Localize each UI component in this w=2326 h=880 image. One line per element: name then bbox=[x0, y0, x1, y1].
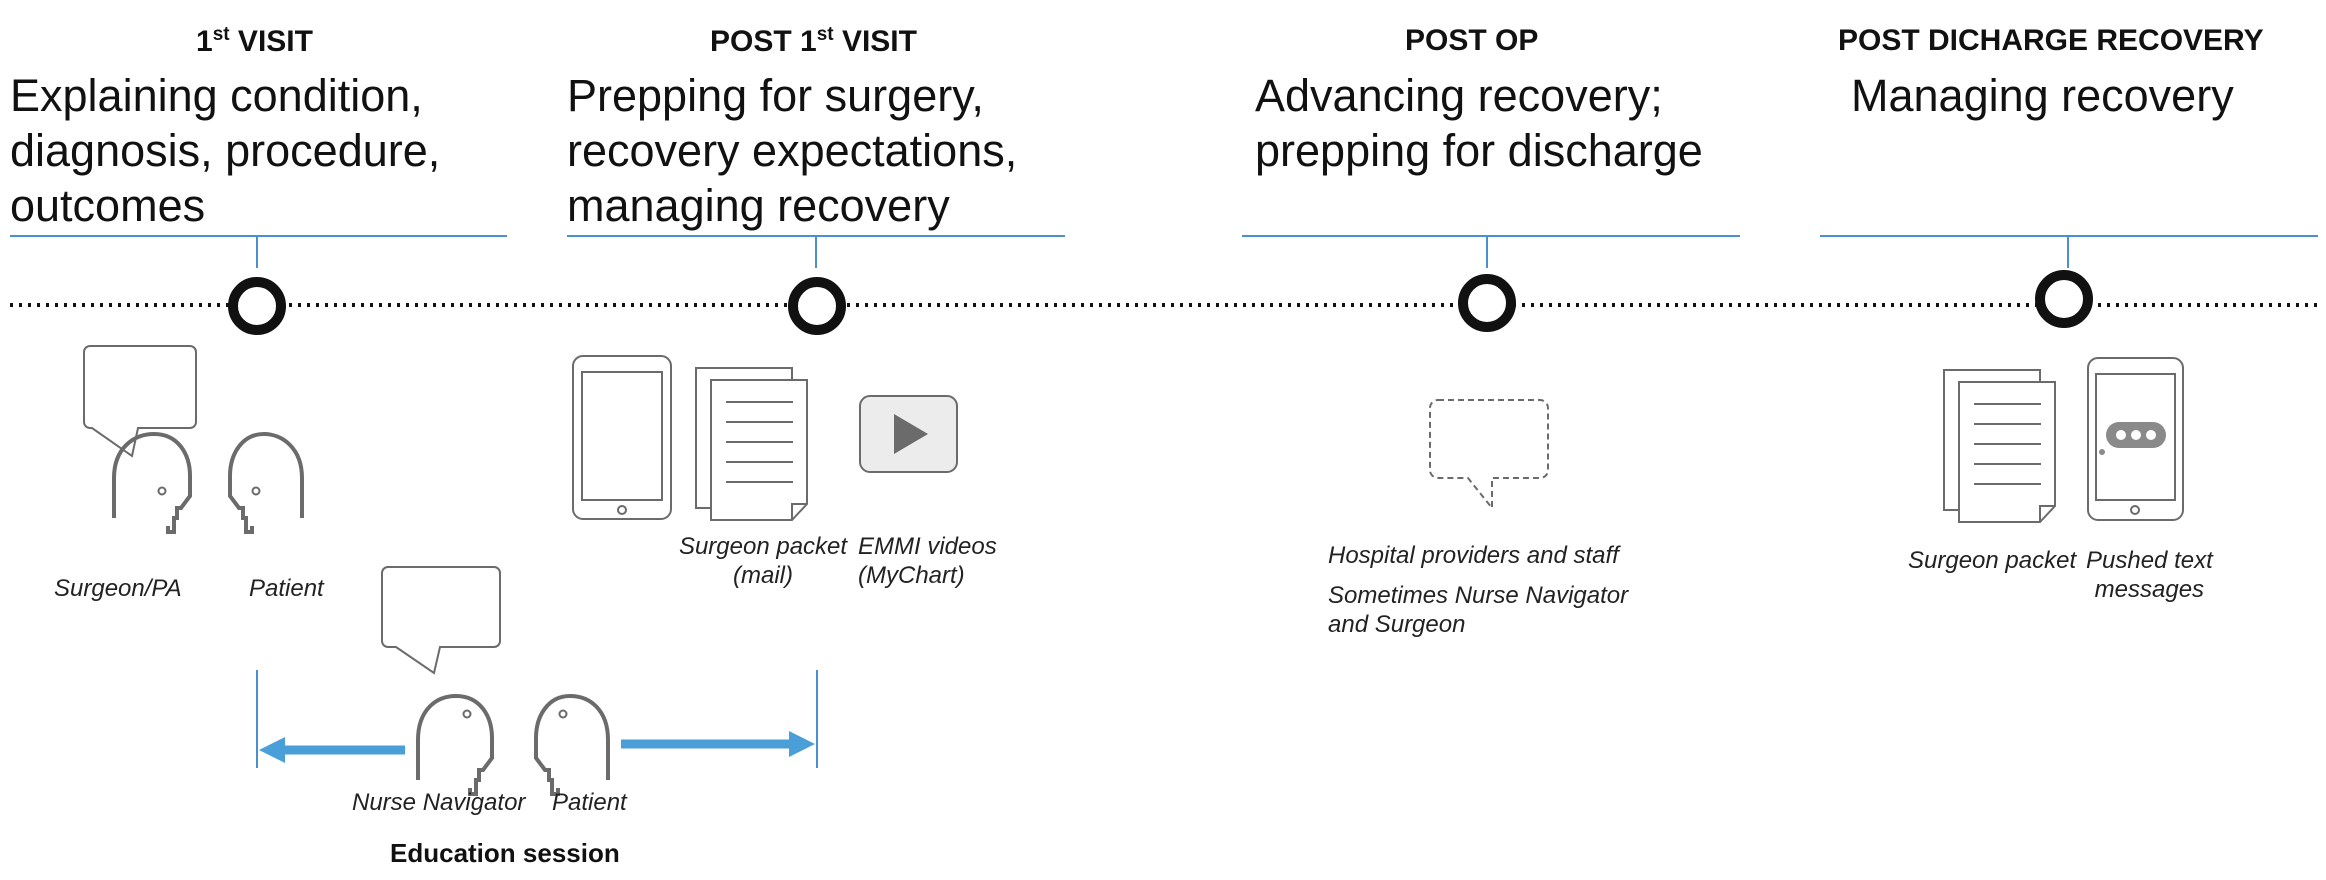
milestone-marker-1 bbox=[228, 277, 286, 335]
tablet-icon bbox=[572, 355, 672, 520]
label-patient: Patient bbox=[249, 575, 324, 602]
video-play-icon bbox=[859, 395, 958, 473]
label-hospital-providers: Hospital providers and staff bbox=[1328, 542, 1619, 569]
phone-message-icon bbox=[2087, 357, 2184, 521]
speech-bubble-icon bbox=[83, 345, 197, 458]
stage-4-title: POST DICHARGE RECOVERY bbox=[1838, 24, 2264, 57]
milestone-marker-3 bbox=[1458, 274, 1516, 332]
stage-rules bbox=[10, 235, 2318, 268]
stage-1-description: Explaining condition,diagnosis, procedur… bbox=[10, 70, 441, 231]
label-surgeon-packet: Surgeon packet bbox=[1908, 547, 2077, 574]
stage-1-title: 1st VISIT bbox=[196, 24, 313, 58]
dashed-speech-bubble-icon bbox=[1429, 399, 1549, 511]
label-surgeon-packet-mail: Surgeon packet(mail) bbox=[678, 533, 848, 589]
head-eye-icon bbox=[462, 709, 472, 719]
label-nurse-navigator: Nurse Navigator bbox=[352, 789, 526, 816]
head-eye-icon bbox=[558, 709, 568, 719]
stage-4-description: Managing recovery bbox=[1851, 70, 2234, 121]
arrow-right-icon bbox=[621, 731, 815, 757]
speech-bubble-icon bbox=[381, 566, 501, 675]
label-emmi-videos: EMMI videos(MyChart) bbox=[858, 533, 997, 589]
document-stack-icon bbox=[695, 367, 808, 521]
stage-3-title: POST OP bbox=[1405, 24, 1539, 57]
head-eye-icon bbox=[251, 486, 261, 496]
head-profile-icon bbox=[112, 431, 192, 534]
document-stack-icon bbox=[1943, 369, 2056, 523]
label-surgeon-pa: Surgeon/PA bbox=[54, 575, 182, 602]
stage-3-description: Advancing recovery;prepping for discharg… bbox=[1255, 70, 1703, 176]
arrow-left-icon bbox=[259, 737, 405, 763]
stage-2-title: POST 1st VISIT bbox=[710, 24, 917, 58]
label-education-session: Education session bbox=[390, 838, 620, 868]
milestone-marker-4 bbox=[2035, 270, 2093, 328]
head-profile-icon bbox=[534, 693, 610, 796]
head-profile-icon bbox=[416, 693, 494, 796]
milestone-marker-2 bbox=[788, 277, 846, 335]
head-profile-icon bbox=[228, 431, 304, 534]
head-eye-icon bbox=[157, 486, 167, 496]
stage-2-description: Prepping for surgery,recovery expectatio… bbox=[567, 70, 1018, 231]
label-patient: Patient bbox=[552, 789, 627, 816]
